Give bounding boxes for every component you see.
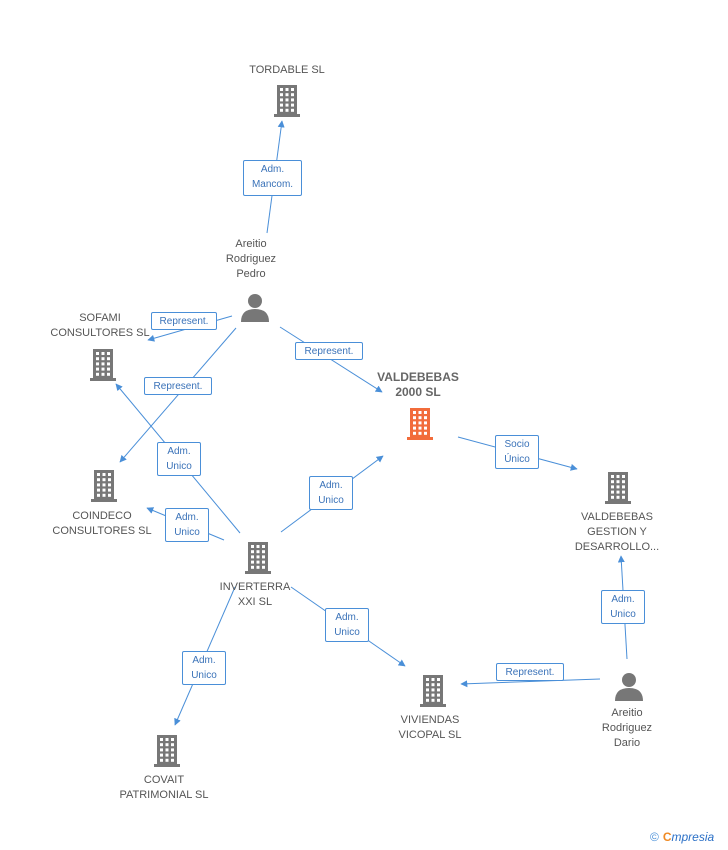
node-label-valdebebas2000[interactable]: VALDEBEBAS 2000 SL [377,370,459,399]
node-label-pedro[interactable]: Areitio Rodriguez Pedro [225,238,277,280]
building-icon[interactable] [420,675,446,707]
node-label-viviendas[interactable]: VIVIENDAS VICOPAL SL [398,714,462,741]
copyright-symbol: © [650,830,659,844]
edge-label-pedro-to-tordable: Adm. Mancom. [243,160,302,196]
building-icon[interactable] [91,470,117,502]
node-label-coindeco[interactable]: COINDECO CONSULTORES SL [52,510,152,537]
brand-name: mpresia [671,830,715,844]
node-label-sofami[interactable]: SOFAMI CONSULTORES SL [50,312,150,339]
node-label-dario[interactable]: Areitio Rodriguez Dario [601,707,653,749]
edge-dario-to-viviendas [460,678,601,688]
building-icon[interactable] [605,472,631,504]
edge-label-dario-to-valdebebas_gestion: Adm. Unico [601,590,645,624]
edge-label-inverterra-to-coindeco: Adm. Unico [165,508,209,542]
building-icon-highlighted[interactable] [407,408,433,440]
node-label-tordable[interactable]: TORDABLE SL [249,64,325,76]
node-label-valdebebas_gestion[interactable]: VALDEBEBAS GESTION Y DESARROLLO... [574,511,660,553]
node-label-covait[interactable]: COVAIT PATRIMONIAL SL [119,774,209,801]
edge-label-pedro-to-coindeco: Represent. [144,377,212,395]
edge-label-pedro-to-sofami: Represent. [151,312,217,330]
edge-label-pedro-to-valdebebas2000: Represent. [295,342,363,360]
edge-label-inverterra-to-viviendas: Adm. Unico [325,608,369,642]
edge-label-inverterra-to-sofami: Adm. Unico [157,442,201,476]
brand-initial: C [662,830,672,844]
building-icon[interactable] [245,542,271,574]
edge-label-dario-to-viviendas: Represent. [496,663,564,681]
edge-pedro-to-coindeco [119,327,237,463]
building-icon[interactable] [274,85,300,117]
brand-footer: ©Cmpresia [650,830,714,844]
node-label-inverterra[interactable]: INVERTERRA XXI SL [219,581,291,608]
building-icon[interactable] [90,349,116,381]
person-icon[interactable] [241,294,269,322]
edge-label-inverterra-to-covait: Adm. Unico [182,651,226,685]
person-icon[interactable] [615,673,643,701]
edge-label-valdebebas2000-to-valdebebas_gestion: Socio Único [495,435,539,469]
building-icon[interactable] [154,735,180,767]
edge-label-inverterra-to-valdebebas2000: Adm. Unico [309,476,353,510]
